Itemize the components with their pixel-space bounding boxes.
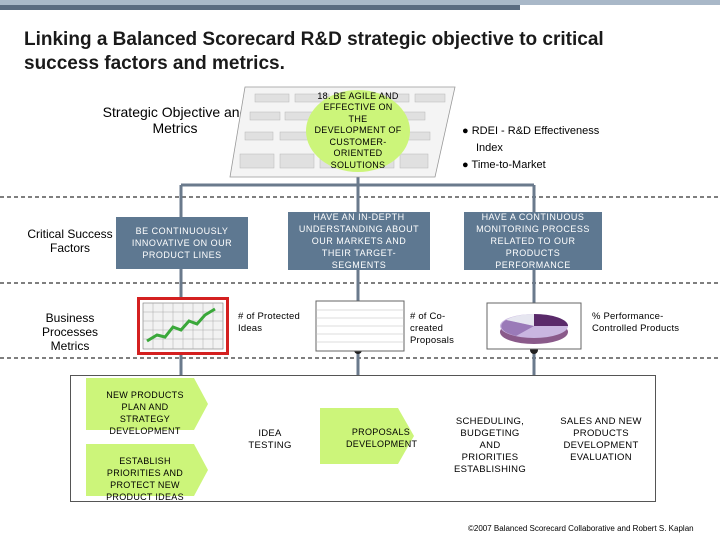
metric-cocreated-proposals: # of Co-created Proposals <box>410 311 455 346</box>
strategic-objective-text: 18. BE AGILE AND EFFECTIVE ON THE DEVELO… <box>314 90 402 170</box>
metric-performance-controlled: % Performance-Controlled Products <box>592 311 680 334</box>
strategic-metrics-list: ● RDEI - R&D Effectiveness Index ● Time-… <box>462 123 599 174</box>
slide-title: Linking a Balanced Scorecard R&D strateg… <box>24 29 604 74</box>
csf-text: HAVE AN IN-DEPTH UNDERSTANDING ABOUT OUR… <box>298 212 420 270</box>
row-label-business: Business Processes Metrics <box>41 311 99 353</box>
csf-box-monitoring[interactable]: HAVE A CONTINUOUS MONITORING PROCESS REL… <box>464 212 602 270</box>
line-chart-icon <box>137 297 229 355</box>
strategic-metric-item: ● RDEI - R&D Effectiveness <box>462 125 600 137</box>
strategic-objective-ellipse[interactable]: 18. BE AGILE AND EFFECTIVE ON THE DEVELO… <box>306 90 410 172</box>
csf-box-innovative[interactable]: BE CONTINUOUSLY INNOVATIVE ON OUR PRODUC… <box>116 217 248 269</box>
process-new-products-plan[interactable]: NEW PRODUCTS PLAN AND STRATEGY DEVELOPME… <box>106 390 184 436</box>
metric-protected-ideas: # of Protected Ideas <box>238 311 300 334</box>
bullet-dot-icon: ● <box>462 159 469 171</box>
process-idea-testing[interactable]: IDEA TESTING <box>248 428 292 451</box>
header-bar <box>0 0 720 11</box>
csf-text: BE CONTINUOUSLY INNOVATIVE ON OUR PRODUC… <box>131 226 233 260</box>
bullet-dot-icon: ● <box>462 125 469 137</box>
process-proposals-development[interactable]: PROPOSALS DEVELOPMENT <box>346 427 418 449</box>
process-sales-evaluation[interactable]: SALES AND NEW PRODUCTS DEVELOPMENT EVALU… <box>560 416 642 463</box>
strategic-metric-item: ● Time-to-Market <box>462 159 546 171</box>
csf-box-markets[interactable]: HAVE AN IN-DEPTH UNDERSTANDING ABOUT OUR… <box>288 212 430 270</box>
process-scheduling-budgeting[interactable]: SCHEDULING, BUDGETING AND PRIORITIES EST… <box>453 416 527 475</box>
process-arrow-proposals <box>320 408 414 464</box>
row-label-strategic: Strategic Objective and Metrics <box>102 104 248 136</box>
document-icon <box>315 300 405 352</box>
process-establish-priorities[interactable]: ESTABLISH PRIORITIES AND PROTECT NEW PRO… <box>106 456 184 502</box>
csf-text: HAVE A CONTINUOUS MONITORING PROCESS REL… <box>476 212 590 270</box>
pie-chart-icon <box>486 302 582 350</box>
footer-copyright: ©2007 Balanced Scorecard Collaborative a… <box>468 524 694 533</box>
strategic-metric-item-continuation: Index <box>476 142 503 154</box>
process-arrows-left <box>86 378 208 496</box>
row-label-csf: Critical Success Factors <box>27 227 113 255</box>
